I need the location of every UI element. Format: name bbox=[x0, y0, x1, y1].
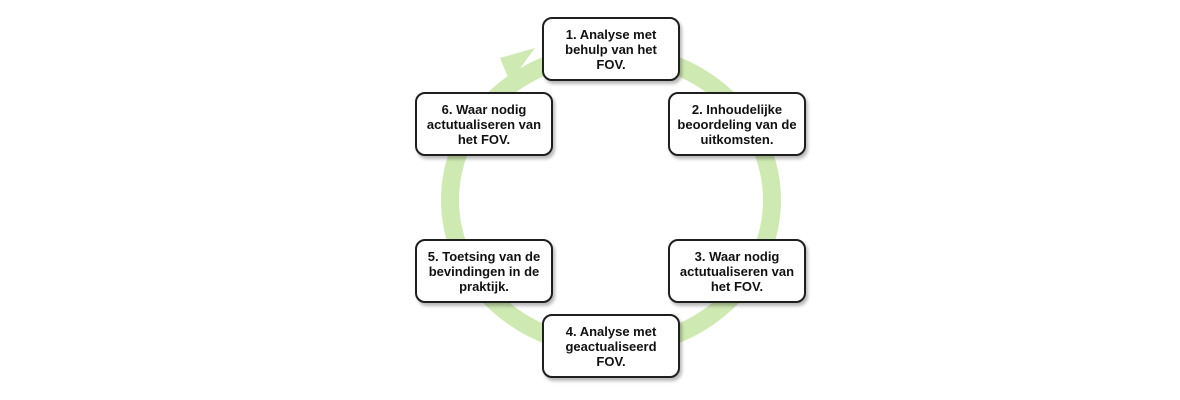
cycle-step-3: 3. Waar nodig actutualiseren van het FOV… bbox=[668, 239, 806, 303]
cycle-step-2: 2. Inhoudelijke beoordeling van de uitko… bbox=[668, 92, 806, 156]
cycle-step-6: 6. Waar nodig actutualiseren van het FOV… bbox=[415, 92, 553, 156]
cycle-step-6-label: 6. Waar nodig actutualiseren van het FOV… bbox=[426, 101, 542, 147]
arrow-head-icon bbox=[500, 48, 535, 82]
cycle-step-3-label: 3. Waar nodig actutualiseren van het FOV… bbox=[679, 248, 795, 294]
cycle-step-4: 4. Analyse met geactualiseerd FOV. bbox=[542, 314, 680, 378]
cycle-step-5: 5. Toetsing van de bevindingen in de pra… bbox=[415, 239, 553, 303]
cycle-step-4-label: 4. Analyse met geactualiseerd FOV. bbox=[565, 323, 657, 369]
cycle-step-2-label: 2. Inhoudelijke beoordeling van de uitko… bbox=[677, 101, 797, 147]
cycle-step-1: 1. Analyse met behulp van het FOV. bbox=[542, 17, 680, 81]
cycle-step-1-label: 1. Analyse met behulp van het FOV. bbox=[565, 26, 657, 72]
cycle-step-5-label: 5. Toetsing van de bevindingen in de pra… bbox=[427, 248, 541, 294]
